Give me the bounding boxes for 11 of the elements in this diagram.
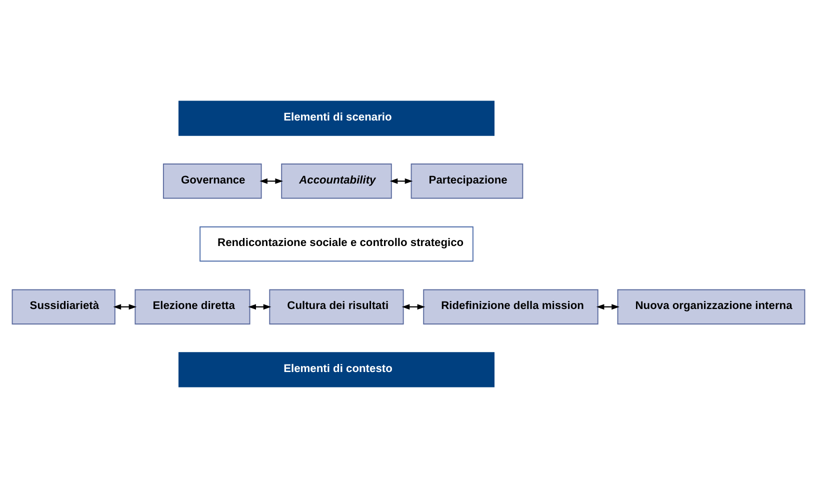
node-box: Partecipazione — [410, 164, 524, 199]
node-box: Cultura dei risultati — [269, 289, 404, 324]
node-box: Nuova organizzazione interna — [617, 289, 806, 324]
node-box: Governance — [162, 164, 262, 199]
node-box: Accountability — [281, 164, 392, 199]
node-box: Elementi di scenario — [178, 100, 494, 136]
node-box: Elementi di contesto — [178, 352, 494, 388]
node-box: Sussidiarietà — [12, 289, 116, 324]
node-box: Elezione diretta — [134, 289, 250, 324]
node-box: Rendicontazione sociale e controllo strategico — [200, 226, 474, 262]
node-box: Ridefinizione della mission — [423, 289, 598, 324]
